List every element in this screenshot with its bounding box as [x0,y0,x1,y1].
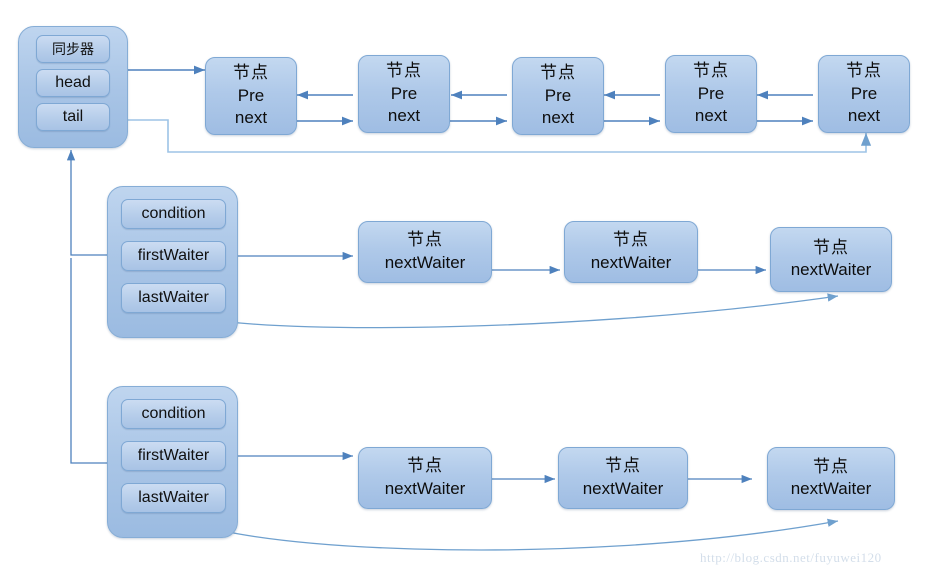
synchronizer-field-head[interactable]: head [36,69,110,97]
synchronizer-field-tail[interactable]: tail [36,103,110,131]
sync-node-3[interactable]: 节点 Pre next [512,57,604,135]
sync-node-5-title: 节点 [846,61,882,82]
condition1-waiter-3-next: nextWaiter [790,260,872,280]
condition-block-1[interactable]: condition firstWaiter lastWaiter [107,186,238,338]
sync-node-5[interactable]: 节点 Pre next [818,55,910,133]
edge-lastwaiter1-to-waiter3 [179,293,839,329]
condition2-field-firstwaiter[interactable]: firstWaiter [121,441,226,471]
sync-node-4[interactable]: 节点 Pre next [665,55,757,133]
condition2-waiter-node-2[interactable]: 节点 nextWaiter [558,447,688,509]
synchronizer-block[interactable]: 同步器 head tail [18,26,128,148]
condition2-waiter-node-1[interactable]: 节点 nextWaiter [358,447,492,509]
condition1-waiter-node-2[interactable]: 节点 nextWaiter [564,221,698,283]
edge-condition2-trunk [70,258,110,464]
sync-node-4-next: next [694,105,728,125]
condition2-waiter-3-next: nextWaiter [790,479,872,499]
sync-node-2-pre: Pre [390,83,418,103]
condition1-field-condition[interactable]: condition [121,199,226,229]
sync-node-1[interactable]: 节点 Pre next [205,57,297,135]
condition1-waiter-2-next: nextWaiter [590,252,672,272]
condition1-waiter-node-1[interactable]: 节点 nextWaiter [358,221,492,283]
condition2-waiter-1-title: 节点 [407,456,443,477]
condition1-waiter-1-next: nextWaiter [384,252,466,272]
sync-node-5-next: next [847,105,881,125]
synchronizer-field-name[interactable]: 同步器 [36,35,110,63]
sync-node-3-pre: Pre [544,85,572,105]
sync-node-4-pre: Pre [697,83,725,103]
sync-node-2-title: 节点 [386,61,422,82]
condition2-field-condition[interactable]: condition [121,399,226,429]
condition2-field-lastwaiter[interactable]: lastWaiter [121,483,226,513]
condition2-waiter-node-3[interactable]: 节点 nextWaiter [767,447,895,510]
condition1-field-firstwaiter[interactable]: firstWaiter [121,241,226,271]
edge-condition1-to-synchronizer [66,150,110,256]
sync-node-5-pre: Pre [850,83,878,103]
watermark-text: http://blog.csdn.net/fuyuwei120 [700,550,882,565]
edge-lastwaiter2-to-waiter6 [179,513,839,551]
sync-node-4-title: 节点 [693,61,729,82]
condition-block-2[interactable]: condition firstWaiter lastWaiter [107,386,238,538]
sync-node-3-next: next [541,107,575,127]
condition1-field-lastwaiter[interactable]: lastWaiter [121,283,226,313]
sync-node-2[interactable]: 节点 Pre next [358,55,450,133]
condition1-waiter-node-3[interactable]: 节点 nextWaiter [770,227,892,292]
sync-node-3-title: 节点 [540,63,576,84]
condition1-waiter-3-title: 节点 [813,237,849,258]
sync-node-1-pre: Pre [237,85,265,105]
condition2-waiter-2-next: nextWaiter [582,478,664,498]
condition1-waiter-1-title: 节点 [407,230,443,251]
sync-node-1-next: next [234,107,268,127]
condition1-waiter-2-title: 节点 [613,230,649,251]
condition2-waiter-3-title: 节点 [813,456,849,477]
sync-node-2-next: next [387,105,421,125]
condition2-waiter-1-next: nextWaiter [384,478,466,498]
sync-node-1-title: 节点 [233,63,269,84]
condition2-waiter-2-title: 节点 [605,456,641,477]
